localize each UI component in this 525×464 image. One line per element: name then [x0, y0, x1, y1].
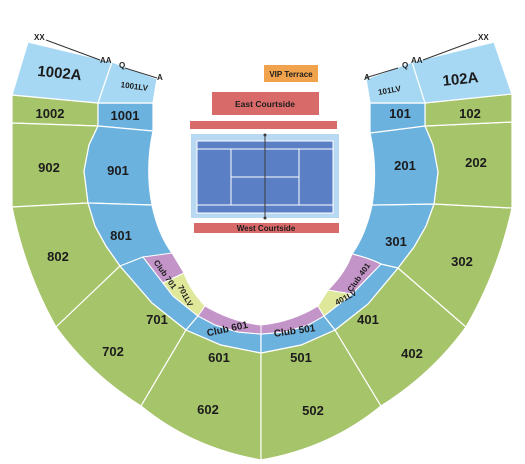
label-102A: 102A [442, 69, 480, 90]
row-markers: XX AA Q A A Q AA XX [34, 33, 489, 82]
label-902: 902 [38, 160, 60, 175]
label-101: 101 [389, 106, 411, 121]
row-label-aa-right: AA [411, 56, 423, 65]
section-201[interactable] [369, 125, 439, 206]
row-label-q-right: Q [402, 61, 408, 70]
east-courtside[interactable] [212, 92, 319, 115]
label-401: 401 [357, 312, 379, 327]
vip-terrace[interactable] [264, 65, 318, 82]
west-courtside-label: West Courtside [237, 224, 296, 233]
label-801: 801 [110, 228, 132, 243]
row-label-xx-right: XX [478, 33, 489, 42]
label-302: 302 [451, 254, 473, 269]
row-label-a-right: A [364, 73, 370, 82]
label-202: 202 [465, 155, 487, 170]
section-club-601[interactable] [197, 305, 262, 335]
row-label-q-left: Q [119, 61, 125, 70]
label-1002A: 1002A [37, 63, 83, 85]
label-102: 102 [459, 106, 481, 121]
label-602: 602 [197, 402, 219, 417]
label-402: 402 [401, 346, 423, 361]
inner-ring [83, 102, 439, 354]
east-courtside-label: East Courtside [235, 99, 295, 109]
label-1001LV: 1001LV [120, 80, 149, 93]
label-601: 601 [208, 350, 230, 365]
row-label-aa-left: AA [100, 56, 112, 65]
label-702: 702 [102, 344, 124, 359]
club-sections [142, 252, 382, 335]
vip-terrace-label: VIP Terrace [269, 70, 313, 79]
section-801[interactable] [87, 202, 174, 267]
label-1002: 1002 [36, 106, 65, 121]
west-courtside[interactable] [194, 223, 339, 233]
section-club-501[interactable] [260, 305, 325, 335]
label-502: 502 [302, 403, 324, 418]
label-1001: 1001 [111, 108, 140, 123]
label-101LV: 101LV [377, 84, 402, 97]
label-901: 901 [107, 163, 129, 178]
label-802: 802 [47, 249, 69, 264]
top-sections [11, 41, 513, 104]
section-102A[interactable] [411, 41, 513, 104]
row-label-xx-left: XX [34, 33, 45, 42]
court-area: VIP Terrace East Courtside West Courtsid… [190, 65, 339, 233]
section-901[interactable] [83, 125, 154, 206]
section-club-401[interactable] [326, 253, 382, 295]
label-301: 301 [385, 234, 407, 249]
label-201: 201 [394, 158, 416, 173]
label-501: 501 [290, 350, 312, 365]
row-label-a-left: A [157, 73, 163, 82]
courtside-strip [190, 121, 337, 129]
label-701: 701 [146, 312, 168, 327]
